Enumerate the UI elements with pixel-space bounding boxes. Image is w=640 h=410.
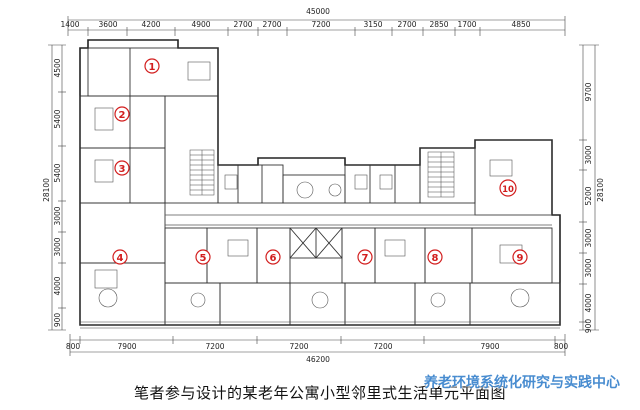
left-seg-7: 900	[53, 313, 62, 328]
unit-number-1: 1	[149, 62, 156, 73]
building-walls	[79, 39, 561, 326]
top-total-dimension: 45000	[306, 7, 330, 16]
left-segment-labels: 4500 5400 5400 3000 3000 4000 900	[53, 58, 62, 327]
right-dimension-chain	[579, 44, 599, 331]
unit-number-8: 8	[432, 253, 439, 264]
watermark-text: 养老环境系统化研究与实践中心	[424, 375, 620, 391]
unit-markers: 1 2 3 4 5 6 7 8 9 10	[112, 58, 528, 265]
floor-plan-drawing: 45000 1400 3600 4200 4900 2700 2700 7200…	[42, 7, 605, 364]
unit-marker-6	[265, 249, 281, 265]
left-seg-3: 5400	[53, 163, 62, 182]
top-seg-9: 2700	[397, 20, 416, 29]
bottom-dimension-chain	[69, 334, 566, 356]
unit-marker-7	[357, 249, 373, 265]
top-segment-labels: 1400 3600 4200 4900 2700 2700 7200 3150 …	[60, 20, 530, 29]
unit-number-5: 5	[200, 253, 207, 264]
right-seg-6: 4000	[584, 293, 593, 312]
left-dimension-chain	[48, 44, 66, 331]
top-seg-12: 4850	[511, 20, 530, 29]
bottom-segment-labels: 800 7900 7200 7200 7200 7900 800	[66, 342, 569, 351]
top-seg-7: 7200	[311, 20, 330, 29]
unit-number-7: 7	[362, 253, 369, 264]
bottom-seg-4: 7200	[289, 342, 308, 351]
unit-marker-9	[512, 249, 528, 265]
unit-marker-8	[427, 249, 443, 265]
top-dimension-chain	[67, 16, 566, 36]
unit-number-2: 2	[119, 110, 126, 121]
left-seg-6: 4000	[53, 276, 62, 295]
right-seg-7: 900	[584, 319, 593, 334]
bottom-total-dimension: 46200	[306, 355, 330, 364]
bottom-seg-2: 7900	[117, 342, 136, 351]
bottom-seg-1: 800	[66, 342, 81, 351]
right-seg-3: 5200	[584, 186, 593, 205]
right-staircase	[427, 151, 455, 198]
top-seg-8: 3150	[363, 20, 382, 29]
unit-marker-1	[144, 58, 160, 74]
bottom-seg-3: 7200	[205, 342, 224, 351]
top-seg-10: 2850	[429, 20, 448, 29]
unit-number-3: 3	[119, 164, 126, 175]
unit-number-10: 10	[502, 185, 514, 195]
right-segment-labels: 9700 3000 5200 3000 3000 4000 900	[584, 82, 593, 333]
unit-number-6: 6	[270, 253, 277, 264]
unit-number-4: 4	[117, 253, 124, 264]
bottom-seg-5: 7200	[373, 342, 392, 351]
plan-caption: 笔者参与设计的某老年公寓小型邻里式生活单元平面图	[133, 384, 506, 402]
unit-marker-3	[114, 160, 130, 176]
top-seg-5: 2700	[233, 20, 252, 29]
top-seg-2: 3600	[98, 20, 117, 29]
unit-marker-10	[499, 179, 517, 197]
top-seg-4: 4900	[191, 20, 210, 29]
left-seg-4: 3000	[53, 206, 62, 225]
right-seg-1: 9700	[584, 82, 593, 101]
elevator-core	[289, 227, 343, 259]
bottom-seg-7: 800	[554, 342, 569, 351]
left-total-dimension: 28100	[42, 178, 51, 202]
right-total-dimension: 28100	[596, 178, 605, 202]
lower-units	[164, 227, 561, 326]
left-seg-5: 3000	[53, 237, 62, 256]
left-staircase	[189, 149, 215, 196]
upper-rooms	[217, 139, 553, 216]
unit-marker-4	[112, 249, 128, 265]
unit-marker-2	[114, 106, 130, 122]
right-seg-5: 3000	[584, 258, 593, 277]
unit-marker-5	[195, 249, 211, 265]
floor-plan: 45000 1400 3600 4200 4900 2700 2700 7200…	[42, 7, 605, 364]
top-seg-11: 1700	[457, 20, 476, 29]
left-wing-rooms	[79, 47, 219, 326]
window-strip	[80, 321, 560, 329]
top-seg-3: 4200	[141, 20, 160, 29]
right-seg-4: 3000	[584, 228, 593, 247]
left-seg-2: 5400	[53, 109, 62, 128]
furniture	[94, 61, 530, 309]
top-seg-6: 2700	[262, 20, 281, 29]
bottom-seg-6: 7900	[480, 342, 499, 351]
unit-number-9: 9	[517, 253, 524, 264]
top-seg-1: 1400	[60, 20, 79, 29]
right-seg-2: 3000	[584, 145, 593, 164]
corridor	[165, 214, 552, 226]
left-seg-1: 4500	[53, 58, 62, 77]
